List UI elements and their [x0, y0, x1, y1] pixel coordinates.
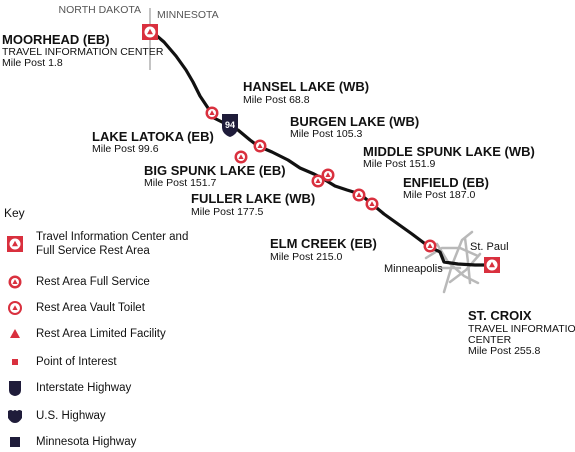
city-st-paul: St. Paul [470, 241, 509, 253]
svg-text:ST. CROIX: ST. CROIX [468, 308, 532, 323]
marker-enfield[interactable] [365, 197, 379, 211]
svg-text:Mile Post 105.3: Mile Post 105.3 [290, 128, 363, 140]
marker-hansel-lake[interactable] [205, 106, 219, 120]
label-big-spunk-lake: BIG SPUNK LAKE (EB) Mile Post 151.7 [144, 163, 286, 189]
label-burgen-lake: BURGEN LAKE (WB) Mile Post 105.3 [290, 114, 419, 140]
us-highway-icon [4, 406, 26, 426]
label-st-croix: ST. CROIX TRAVEL INFORMATION CENTER Mile… [468, 308, 575, 357]
svg-text:MIDDLE SPUNK LAKE (WB): MIDDLE SPUNK LAKE (WB) [363, 144, 535, 159]
svg-text:HANSEL LAKE (WB): HANSEL LAKE (WB) [243, 79, 369, 94]
svg-text:Mile Post 99.6: Mile Post 99.6 [92, 143, 159, 155]
key-label: Minnesota Highway [36, 436, 137, 448]
marker-burgen-lake[interactable] [253, 139, 267, 153]
svg-text:BURGEN LAKE (WB): BURGEN LAKE (WB) [290, 114, 419, 129]
travel-info-center-icon [4, 234, 26, 254]
svg-text:Mile Post 68.8: Mile Post 68.8 [243, 94, 310, 106]
label-fuller-lake: FULLER LAKE (WB) Mile Post 177.5 [191, 191, 315, 218]
svg-text:Mile Post 215.0: Mile Post 215.0 [270, 251, 343, 263]
label-hansel-lake: HANSEL LAKE (WB) Mile Post 68.8 [243, 79, 369, 106]
key-label: Rest Area Vault Toilet [36, 302, 145, 314]
key-label: Rest Area Full Service [36, 276, 150, 288]
svg-text:LAKE LATOKA (EB): LAKE LATOKA (EB) [92, 129, 214, 144]
marker-lake-latoka[interactable] [234, 150, 248, 164]
key-item-mn-highway: Minnesota Highway [4, 432, 136, 452]
marker-elm-creek[interactable] [423, 239, 437, 253]
svg-text:FULLER LAKE (WB): FULLER LAKE (WB) [191, 191, 315, 206]
key-item-point-of-interest: Point of Interest [4, 352, 117, 372]
label-enfield: ENFIELD (EB) Mile Post 187.0 [403, 175, 489, 201]
key-item-us-highway: U.S. Highway [4, 406, 106, 426]
key-label: U.S. Highway [36, 410, 106, 422]
city-minneapolis: Minneapolis [384, 263, 443, 275]
svg-text:CENTER: CENTER [468, 334, 512, 346]
minnesota-highway-icon [4, 432, 26, 452]
marker-st-croix[interactable] [484, 257, 500, 273]
marker-fuller-lake[interactable] [352, 188, 366, 202]
key-label: Travel Information Center and Full Servi… [36, 231, 189, 257]
svg-text:Mile Post 255.8: Mile Post 255.8 [468, 345, 541, 357]
rest-area-limited-facility-icon [4, 324, 26, 344]
key-item-limited-facility: Rest Area Limited Facility [4, 324, 166, 344]
svg-text:MOORHEAD (EB): MOORHEAD (EB) [2, 32, 110, 47]
metro-roads [424, 230, 482, 294]
rest-area-full-service-icon [4, 272, 26, 292]
interstate-highway-icon [4, 378, 26, 398]
marker-middle-spunk-lake[interactable] [321, 168, 335, 182]
svg-text:ELM CREEK (EB): ELM CREEK (EB) [270, 236, 377, 251]
svg-text:94: 94 [225, 120, 235, 130]
marker-moorhead[interactable] [142, 24, 158, 40]
svg-text:BIG SPUNK LAKE (EB): BIG SPUNK LAKE (EB) [144, 163, 286, 178]
svg-text:Mile Post 187.0: Mile Post 187.0 [403, 189, 476, 201]
key-item-full-service: Rest Area Full Service [4, 272, 150, 292]
key-label: Interstate Highway [36, 382, 132, 394]
key-item-vault-toilet: Rest Area Vault Toilet [4, 298, 145, 318]
key-item-travel-info: Travel Information Center and Full Servi… [4, 231, 188, 257]
label-middle-spunk-lake: MIDDLE SPUNK LAKE (WB) Mile Post 151.9 [363, 144, 535, 170]
label-elm-creek: ELM CREEK (EB) Mile Post 215.0 [270, 236, 377, 263]
label-lake-latoka: LAKE LATOKA (EB) Mile Post 99.6 [92, 129, 214, 155]
svg-text:Mile Post 1.8: Mile Post 1.8 [2, 57, 63, 69]
svg-text:Mile Post 151.7: Mile Post 151.7 [144, 177, 217, 189]
rest-area-vault-toilet-icon [4, 298, 26, 318]
key-label: Rest Area Limited Facility [36, 328, 166, 340]
svg-text:TRAVEL INFORMATION CENTER: TRAVEL INFORMATION CENTER [2, 46, 164, 58]
key-label: Point of Interest [36, 356, 117, 368]
label-moorhead: MOORHEAD (EB) TRAVEL INFORMATION CENTER … [2, 32, 164, 69]
interstate-94-shield: 94 [222, 114, 238, 137]
state-label-north-dakota: NORTH DAKOTA [59, 4, 141, 16]
svg-text:ENFIELD (EB): ENFIELD (EB) [403, 175, 489, 190]
key-title: Key [4, 206, 25, 220]
point-of-interest-icon [4, 352, 26, 372]
map-key: Key [4, 206, 224, 226]
key-item-interstate: Interstate Highway [4, 378, 131, 398]
svg-text:TRAVEL INFORMATION: TRAVEL INFORMATION [468, 323, 575, 335]
svg-text:Mile Post 177.5: Mile Post 177.5 [191, 206, 264, 218]
svg-text:Mile Post 151.9: Mile Post 151.9 [363, 158, 436, 170]
state-label-minnesota: MINNESOTA [157, 9, 219, 21]
